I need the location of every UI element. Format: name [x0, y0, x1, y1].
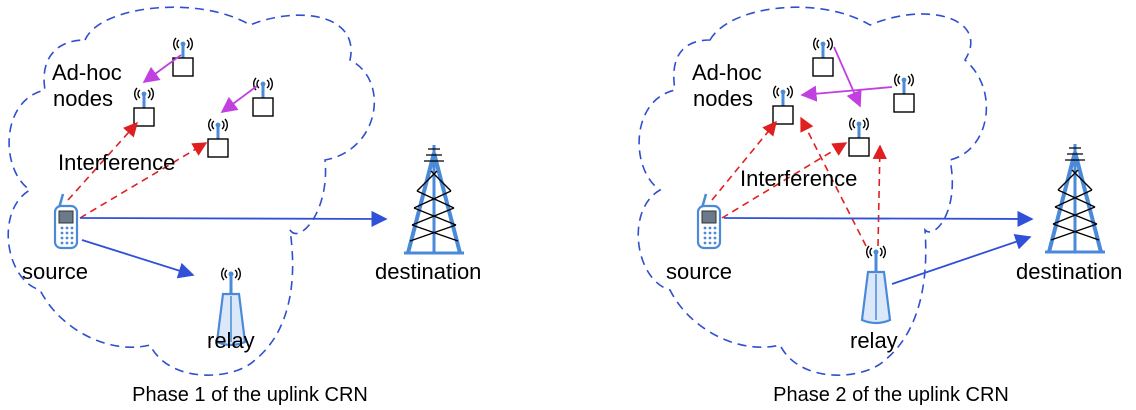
- phase1-destination-tower: [402, 143, 466, 255]
- phase1-source-device: [53, 192, 79, 250]
- phase1-adhoc-node-1: [171, 36, 195, 78]
- phase2-adhoc-node-1: [811, 36, 835, 78]
- phase2-destination-tower: [1043, 142, 1107, 254]
- phase2-source-device: [696, 192, 722, 250]
- phase2-relay-label: relay: [850, 328, 898, 353]
- phase1-adhoc-node-4: [206, 117, 230, 159]
- phase1-source-label: source: [22, 259, 88, 284]
- phase1-adhoc-label-line2: nodes: [53, 86, 113, 111]
- phase1-source-to-destination-arrow: [79, 210, 388, 228]
- phase2-cloud-boundary: [637, 6, 988, 376]
- phase2-relay-to-destination-arrow: [891, 234, 1032, 285]
- phase2-adhoc-node-2: [771, 84, 795, 126]
- phase1-source-to-relay-arrow: [81, 239, 195, 279]
- phase1-destination-label: destination: [375, 259, 481, 284]
- phase2-adhoc-link-1: [833, 46, 862, 108]
- phase2-interference-arrow-relay-2: [872, 144, 887, 247]
- phase2-adhoc-link-2: [800, 85, 893, 102]
- phase2-interference-arrow-source-1: [711, 120, 777, 201]
- phase1-panel: Ad-hoc nodes Interference source relay d…: [7, 6, 481, 406]
- phase2-interference-arrow-source-2: [721, 142, 848, 219]
- phase2-destination-label: destination: [1016, 259, 1122, 284]
- phase1-adhoc-node-2: [132, 86, 156, 128]
- phase2-relay-station: [860, 244, 892, 325]
- phase1-relay-label: relay: [207, 328, 255, 353]
- phase1-adhoc-link-2: [220, 85, 258, 113]
- phase2-adhoc-label-line2: nodes: [693, 86, 753, 111]
- phase1-adhoc-link-1: [142, 54, 182, 83]
- phase1-interference-arrow-1: [67, 121, 138, 201]
- phase1-adhoc-node-3: [251, 76, 275, 118]
- phase1-interference-label: Interference: [58, 150, 175, 175]
- phase2-adhoc-node-3: [892, 72, 916, 114]
- phase1-adhoc-label-line1: Ad-hoc: [52, 60, 122, 85]
- phase2-source-to-destination-arrow: [723, 210, 1034, 228]
- phase1-caption: Phase 1 of the uplink CRN: [132, 384, 368, 406]
- phase1-interference-arrow-2: [79, 142, 208, 219]
- phase2-panel: Ad-hoc nodes Interference source relay d…: [637, 6, 1122, 406]
- phase2-adhoc-label-line1: Ad-hoc: [692, 60, 762, 85]
- phase2-interference-label: Interference: [740, 166, 857, 191]
- phase2-caption: Phase 2 of the uplink CRN: [773, 384, 1009, 406]
- phase2-adhoc-node-4: [847, 116, 871, 158]
- phase2-source-label: source: [666, 259, 732, 284]
